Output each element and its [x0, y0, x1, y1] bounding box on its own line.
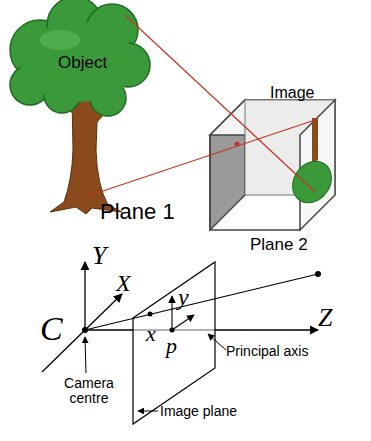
axis-label: y: [178, 284, 189, 310]
axis-label: Z: [318, 304, 332, 333]
tree-crown-fill: [20, 22, 136, 102]
leader-image-plane: [138, 411, 158, 412]
point-label: p: [166, 334, 177, 358]
light-ray: [88, 120, 315, 196]
y-axis: [84, 262, 85, 330]
box-edge: [209, 135, 211, 230]
image-plane: [133, 262, 215, 424]
image-point: [148, 312, 153, 317]
pinhole: [235, 142, 240, 147]
callout-label: Principal axis: [226, 344, 308, 359]
image-label: Image: [270, 84, 314, 102]
x-axis: [85, 294, 122, 330]
tree-highlight: [40, 30, 80, 50]
box-edge: [210, 229, 300, 231]
scene-point: [315, 271, 321, 277]
leader-camera-centre: [85, 337, 86, 373]
plane-label: Plane 2: [250, 236, 308, 255]
image-trunk: [312, 118, 318, 164]
camera-centre-point: [82, 327, 88, 333]
callout-label: Image plane: [160, 404, 237, 419]
axis-label: Y: [92, 242, 106, 271]
image-x-axis: [172, 315, 194, 330]
point-label: C: [40, 310, 63, 347]
object-label: Object: [58, 54, 107, 73]
light-ray: [125, 15, 315, 192]
tree-crown: [10, 0, 150, 116]
callout-label: Camera centre: [58, 376, 120, 407]
leader-principal-axis: [208, 334, 226, 350]
plane-label: Plane 1: [100, 200, 175, 224]
axis-label: x: [146, 322, 156, 346]
axis-label: X: [116, 270, 131, 296]
image-y-axis: [171, 296, 172, 330]
image-crown: [285, 154, 340, 211]
